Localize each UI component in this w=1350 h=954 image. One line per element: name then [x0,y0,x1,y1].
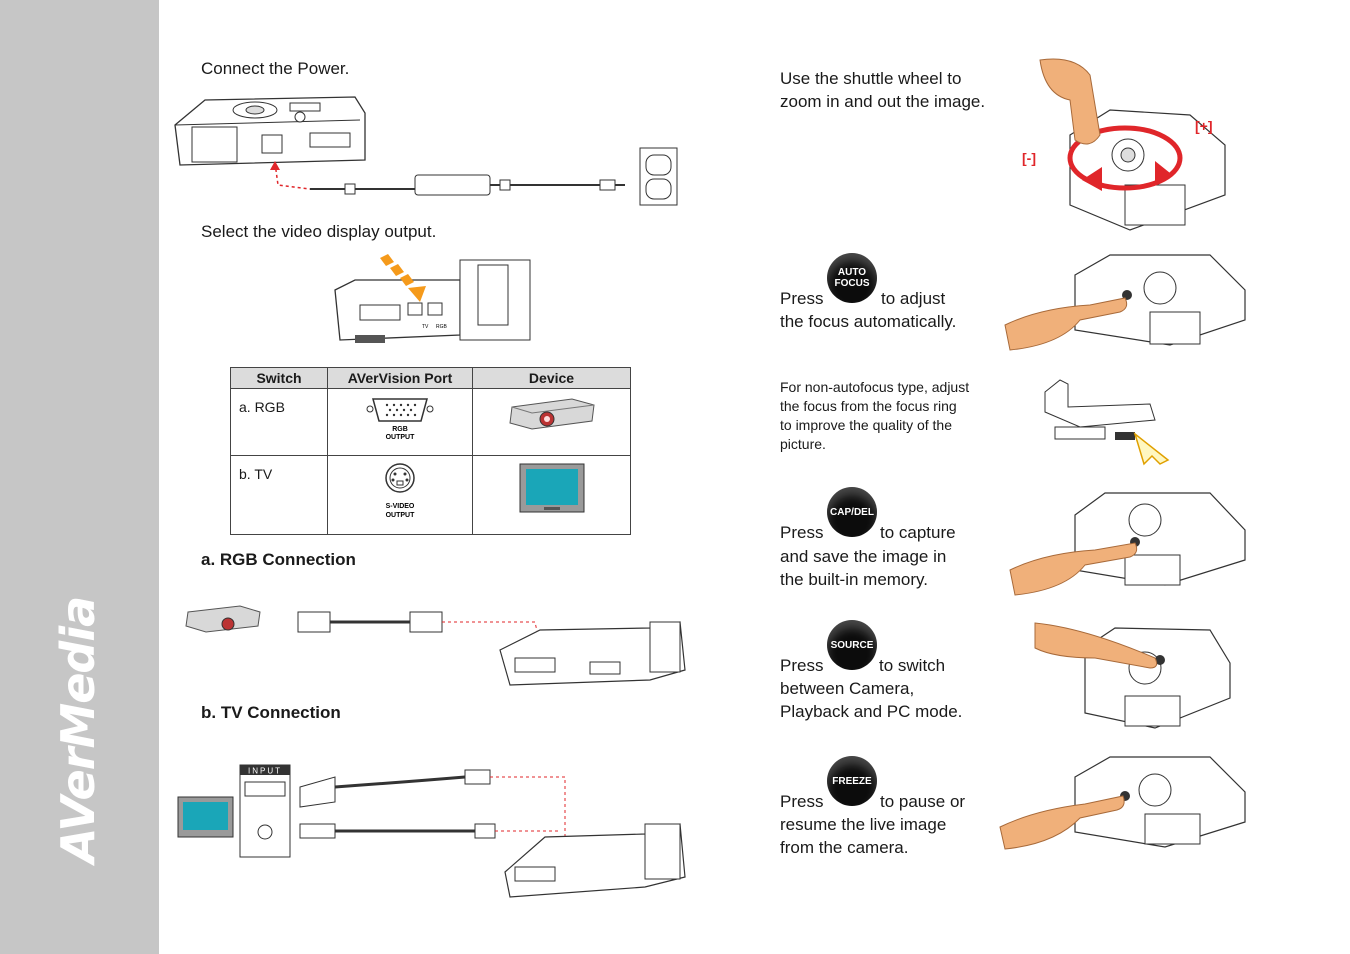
capture-rest2: and save the image in [780,547,947,566]
power-caption: Connect the Power. [201,59,350,78]
rgb-port-output-label: OUTPUT [386,434,416,441]
power-connection-illustration [174,96,678,206]
freeze-rest2: resume the live image [780,815,947,834]
capture-rest3: the built-in memory. [780,570,929,589]
rgb-port-label: RGB [392,426,408,433]
autofocus-rest2: the focus automatically. [780,312,957,331]
table-row: b. TV S-VIDEO OUTPUT [230,455,631,535]
svideo-port-icon: S-VIDEO OUTPUT [385,463,416,519]
freeze-button-icon: FREEZE [827,756,877,806]
tv-connection-heading: b. TV Connection [201,703,341,722]
switch-label-tv: TV [422,324,429,330]
source-rest3: Playback and PC mode. [780,702,963,721]
autofocus-button-icon: AUTO FOCUS [827,253,877,303]
rgb-connection-heading: a. RGB Connection [201,550,356,569]
capture-rest1: to capture [880,523,956,542]
freeze-press: Press [780,792,824,811]
tv-input-label: INPUT [248,767,282,776]
source-press: Press [780,656,824,675]
nonautofocus-instruction: For non-autofocus type, adjust the focus… [780,379,970,452]
projector-icon [508,398,595,430]
capture-press: Press [780,523,824,542]
zoom-illustration: [+] [-] [1022,58,1226,231]
col-header-device: Device [472,367,631,389]
switch-tv-label: b. TV [239,466,273,482]
switch-rgb-label: a. RGB [239,399,285,415]
tv-icon [519,463,584,513]
table-row: a. RGB RGB OUTPUT [230,388,631,456]
output-switch-illustration: TV RGB [334,254,531,343]
source-button-icon: SOURCE [827,620,877,670]
source-illustration [1034,622,1231,729]
zoom-plus-label: [+] [1195,118,1213,134]
rgb-connection-illustration [185,605,686,686]
port-table: Switch AVerVision Port Device a. RGB RGB… [230,367,631,535]
source-rest2: between Camera, [780,679,915,698]
focus-ring-illustration [1044,379,1170,466]
output-caption: Select the video display output. [201,222,437,241]
zoom-instruction: Use the shuttle wheel to zoom in and out… [780,69,986,111]
brand-logo: AVerMedia [51,596,105,864]
freeze-rest1: to pause or [880,792,966,811]
tv-connection-illustration: INPUT [177,764,686,898]
autofocus-rest1: to adjust [881,289,946,308]
svideo-port-output-label: OUTPUT [386,512,416,519]
capture-illustration [1009,492,1246,596]
autofocus-press: Press [780,289,824,308]
col-header-switch: Switch [230,367,328,389]
switch-label-rgb: RGB [436,324,448,330]
vga-port-icon: RGB OUTPUT [366,398,434,441]
autofocus-illustration [1004,254,1246,351]
source-rest1: to switch [879,656,946,675]
zoom-minus-label: [-] [1022,150,1036,166]
col-header-port: AVerVision Port [327,367,473,389]
sidebar-band: AVerMedia [0,0,159,954]
capdel-button-icon: CAP/DEL [827,487,877,537]
freeze-rest3: from the camera. [780,838,909,857]
svideo-port-label: S-VIDEO [386,503,415,510]
freeze-illustration [999,756,1246,850]
